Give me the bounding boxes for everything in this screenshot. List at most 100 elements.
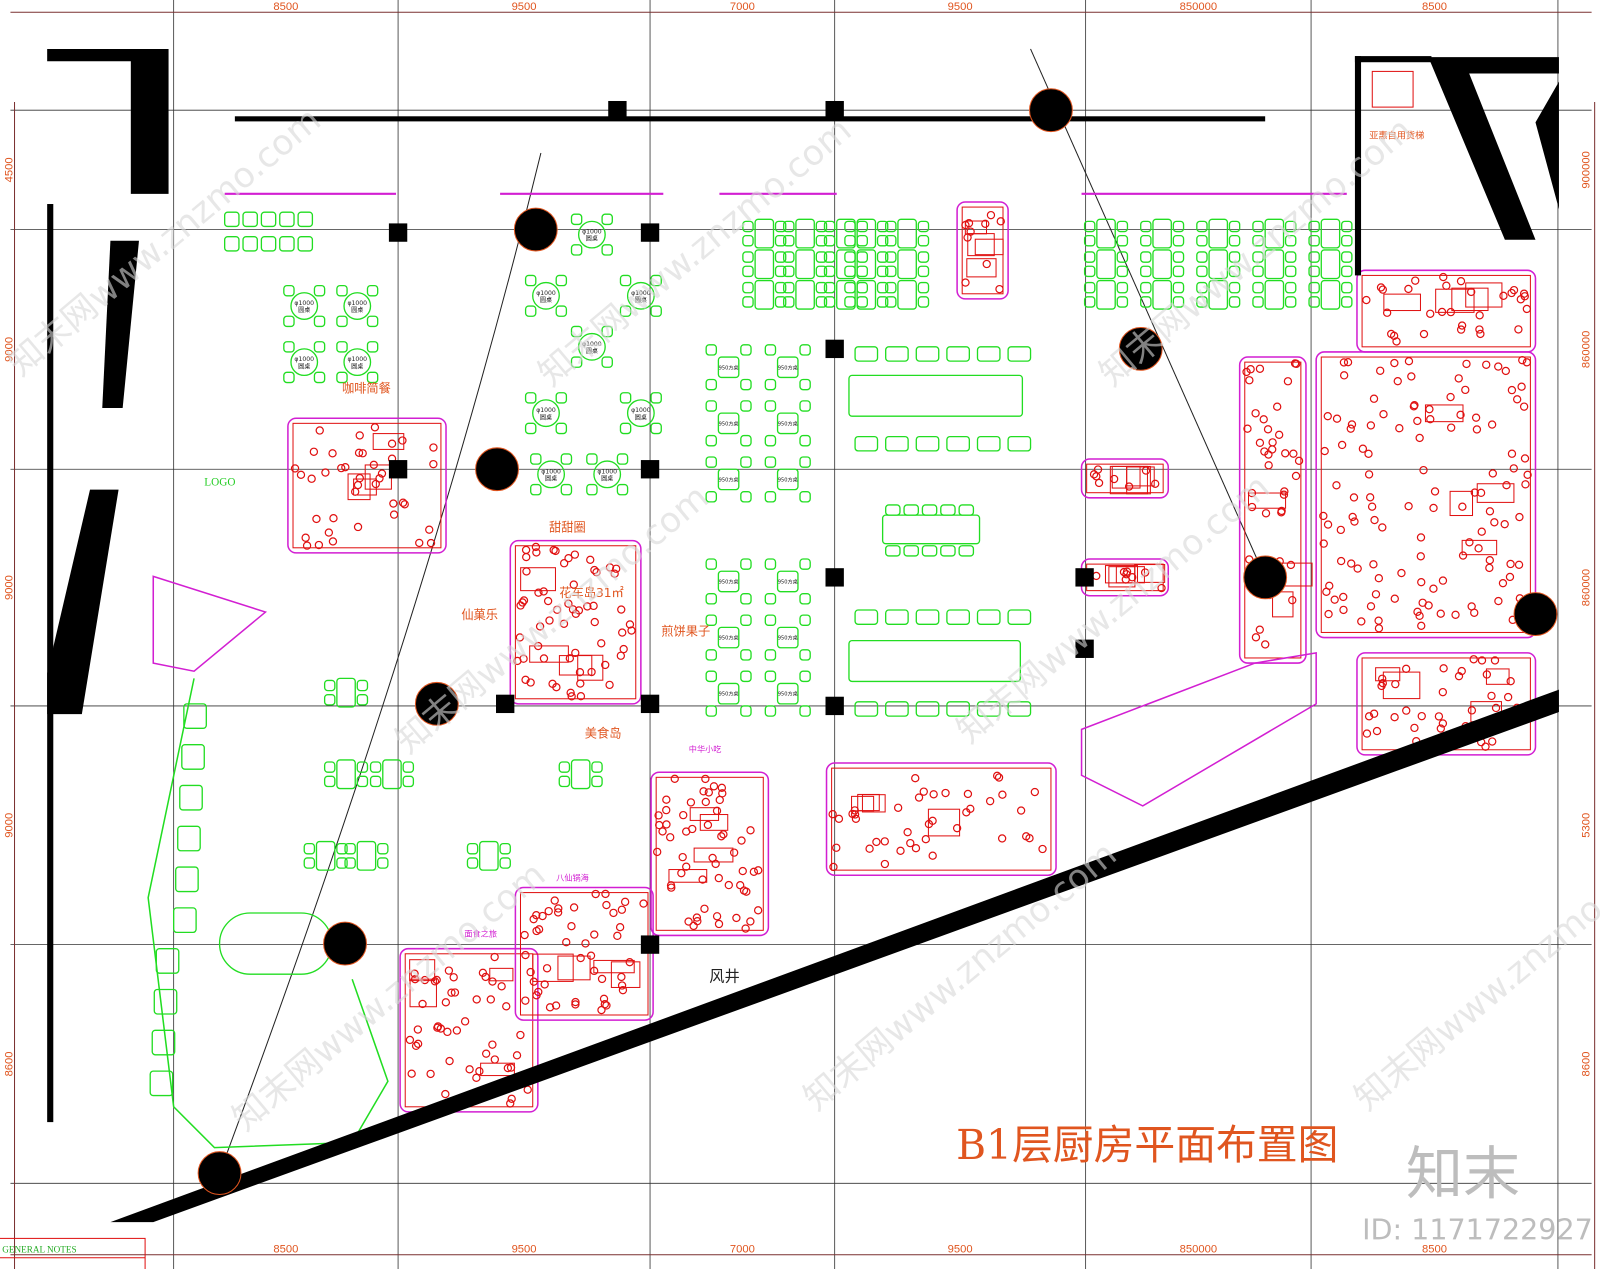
equipment-tag xyxy=(986,210,996,220)
dimension-label-top: 9500 xyxy=(948,1,973,13)
west-wall xyxy=(47,48,169,194)
square-column xyxy=(388,460,408,479)
long-table xyxy=(848,639,1022,683)
chair xyxy=(524,422,537,435)
booth-table xyxy=(754,218,775,249)
chair xyxy=(242,211,258,228)
chair xyxy=(764,649,777,661)
equipment-tag xyxy=(353,522,363,532)
chair xyxy=(560,453,573,465)
equipment-tag xyxy=(662,805,671,815)
kitchen-equipment xyxy=(1465,282,1503,308)
equipment-tag xyxy=(605,680,614,690)
chair xyxy=(740,705,752,717)
chair xyxy=(1228,281,1241,294)
chair xyxy=(601,244,613,256)
equipment-tag xyxy=(1476,488,1486,498)
chair xyxy=(377,842,389,855)
booth-table xyxy=(1264,249,1285,280)
chair xyxy=(844,234,856,247)
chair xyxy=(619,305,632,317)
equipment-tag xyxy=(717,832,726,841)
chair xyxy=(1341,265,1353,278)
square-table xyxy=(776,626,799,649)
chair xyxy=(619,274,632,287)
chair xyxy=(601,356,613,368)
chair xyxy=(499,857,511,869)
kitchen-equipment xyxy=(1485,668,1510,685)
long-table xyxy=(881,514,981,545)
equipment-tag xyxy=(1370,515,1379,525)
equipment-tag xyxy=(1025,834,1034,843)
equipment-tag xyxy=(328,537,338,546)
chair xyxy=(323,679,336,692)
equipment-tag xyxy=(486,995,495,1004)
equipment-tag xyxy=(1378,523,1387,532)
equipment-tag xyxy=(1507,288,1516,298)
equipment-tag xyxy=(290,464,300,473)
booth-seat xyxy=(172,907,197,934)
equipment-tag xyxy=(994,773,1004,782)
bench-chair xyxy=(854,346,879,362)
chair xyxy=(366,341,379,353)
chair xyxy=(1284,281,1297,294)
chair xyxy=(705,434,718,447)
booth-seat xyxy=(175,866,199,893)
chair xyxy=(1140,251,1152,263)
equipment-tag xyxy=(625,620,635,629)
equipment-tag xyxy=(654,811,663,820)
equipment-tag xyxy=(1255,438,1265,448)
booth-seat xyxy=(151,1029,176,1056)
round-table xyxy=(626,399,655,428)
equipment-tag xyxy=(1294,456,1304,466)
equipment-tag xyxy=(564,553,573,563)
equipment-tag xyxy=(1505,572,1515,582)
equipment-tag xyxy=(296,470,306,480)
equipment-tag xyxy=(911,844,921,853)
booth-table xyxy=(856,249,877,280)
chair xyxy=(1116,220,1129,233)
chair xyxy=(799,593,811,605)
chair xyxy=(336,857,348,869)
equipment-tag xyxy=(410,969,419,978)
equipment-tag xyxy=(447,988,456,997)
equipment-tag xyxy=(375,474,384,483)
booth-seat xyxy=(177,825,201,852)
equipment-tag xyxy=(1456,276,1466,286)
walls-layer xyxy=(47,48,1559,1223)
equipment-tag xyxy=(985,796,995,806)
chair xyxy=(356,775,369,788)
dimension-label-top: 8500 xyxy=(273,1,298,13)
equipment-tag xyxy=(1030,787,1040,797)
equipment-tag xyxy=(521,950,530,960)
equipment-tag xyxy=(567,922,576,931)
chair xyxy=(823,251,836,263)
chair xyxy=(799,649,811,661)
booth-table xyxy=(754,279,775,310)
table-size-label: φ1000 xyxy=(631,290,651,297)
equipment-tag xyxy=(617,972,626,982)
booth-seat xyxy=(155,948,180,974)
chair xyxy=(1140,296,1152,308)
equipment-tag xyxy=(1346,424,1355,433)
chair xyxy=(799,456,811,468)
equipment-tag xyxy=(1364,470,1374,479)
bench-chair xyxy=(1007,435,1032,452)
equipment-tag xyxy=(1246,365,1255,374)
equipment-tag xyxy=(1243,424,1252,433)
chair xyxy=(856,265,868,278)
equipment-tag xyxy=(1507,385,1517,395)
round-table xyxy=(577,332,606,361)
chair xyxy=(279,235,295,252)
equipment-tag xyxy=(590,617,599,627)
equipment-tag xyxy=(522,552,531,562)
chair xyxy=(524,392,537,404)
kitchen-equipment xyxy=(699,814,729,831)
square-table xyxy=(776,682,799,705)
chair xyxy=(917,265,930,278)
booth-table xyxy=(836,218,856,249)
equipment-tag xyxy=(568,605,578,614)
equipment-tag xyxy=(1404,357,1414,366)
equipment-tag xyxy=(432,975,441,985)
